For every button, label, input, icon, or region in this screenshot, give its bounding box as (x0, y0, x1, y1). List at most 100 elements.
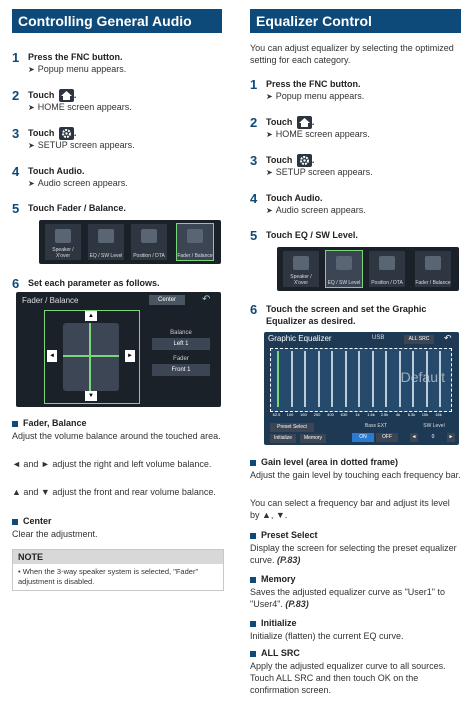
step-text: Touch . (266, 154, 314, 168)
step-number: 5 (250, 228, 258, 243)
center-button[interactable]: Center (149, 295, 185, 305)
frequency-label: 62.5 (272, 412, 281, 417)
fader-heading: Fader, Balance (12, 418, 222, 428)
sw-level-up-button[interactable]: ► (447, 433, 455, 442)
step-result: ➤Audio screen appears. (266, 205, 366, 215)
step-number: 2 (12, 88, 20, 103)
left-arrow-button[interactable]: ◄ (47, 350, 57, 362)
all-src-description: Apply the adjusted equalizer curve to al… (250, 661, 446, 695)
eq-band-bar[interactable] (344, 351, 347, 407)
step-number: 3 (250, 153, 258, 168)
audio-menu-bar: Speaker / X'over EQ / SW Level Position … (39, 220, 221, 264)
step-result: ➤SETUP screen appears. (266, 167, 373, 177)
center-description: Clear the adjustment. (12, 529, 98, 539)
memory-description: Saves the adjusted equalizer curve as "U… (250, 587, 445, 609)
section-title-equalizer: Equalizer Control (250, 9, 461, 33)
eq-band-bar[interactable] (385, 351, 387, 407)
step-number: 3 (12, 126, 20, 141)
step-text: Touch Fader / Balance. (28, 203, 126, 213)
fader-balance-button[interactable]: Fader / Balance (415, 251, 451, 287)
step-text: Touch . (266, 116, 314, 130)
initialize-description: Initialize (flatten) the current EQ curv… (250, 631, 404, 641)
back-icon[interactable]: ↶ (202, 294, 211, 305)
memory-heading: Memory (250, 574, 461, 584)
fader-balance-button[interactable]: Fader / Balance (176, 223, 214, 261)
step-text: Touch EQ / SW Level. (266, 230, 358, 240)
step-number: 4 (250, 191, 258, 206)
step-result: ➤Audio screen appears. (28, 178, 128, 188)
speaker-xover-button[interactable]: Speaker / X'over (283, 251, 319, 287)
eq-band-bar[interactable] (290, 351, 293, 407)
eq-band-bar[interactable] (331, 351, 333, 407)
note-box: NOTE • When the 3-way speaker system is … (12, 549, 224, 591)
step-result: ➤Popup menu appears. (28, 64, 127, 74)
eq-band-bar[interactable] (371, 351, 374, 407)
sw-level-down-button[interactable]: ◄ (410, 433, 418, 442)
sw-level-label: SW Level (423, 423, 445, 429)
home-icon (296, 116, 312, 130)
frequency-label: 400 (327, 412, 334, 417)
initialize-heading: Initialize (250, 618, 461, 628)
preset-select-button[interactable]: Preset Select (270, 423, 314, 432)
frequency-label: 1k (355, 412, 360, 417)
speaker-xover-button[interactable]: Speaker / X'over (45, 224, 81, 260)
step-text: Set each parameter as follows. (28, 278, 160, 288)
position-dta-button[interactable]: Position / DTA (369, 251, 405, 287)
step-result: ➤SETUP screen appears. (28, 140, 135, 150)
note-heading: NOTE (13, 550, 223, 564)
eq-band-bar[interactable] (358, 351, 360, 407)
step-result: ➤HOME screen appears. (266, 129, 370, 139)
fader-area[interactable]: ▲ ▼ ◄ ► (44, 310, 140, 404)
bass-ext-on-button[interactable]: ON (352, 433, 374, 442)
frequency-label: 630 (340, 412, 348, 417)
step-number: 1 (12, 50, 20, 65)
eq-sw-level-button[interactable]: EQ / SW Level (325, 250, 363, 288)
frequency-label: 250 (313, 412, 321, 417)
gain-level-area[interactable]: Default (270, 348, 452, 412)
gear-icon (58, 127, 74, 141)
memory-button[interactable]: Memory (300, 434, 326, 443)
step-text: Touch Audio. (266, 193, 323, 203)
fader-label: Fader (173, 356, 189, 362)
preset-name: Default (400, 369, 445, 385)
eq-band-bar[interactable] (398, 351, 401, 407)
eq-band-bar[interactable] (304, 351, 306, 407)
eq-band-bar[interactable] (425, 351, 428, 407)
frequency-label: 1.6k (367, 412, 375, 417)
frequency-label: 100 (286, 412, 294, 417)
eq-band-bar[interactable] (277, 351, 279, 407)
initialize-button[interactable]: Initialize (270, 434, 296, 443)
center-heading: Center (12, 516, 222, 526)
down-arrow-button[interactable]: ▼ (85, 391, 97, 401)
eq-band-bar[interactable] (412, 351, 414, 407)
position-dta-button[interactable]: Position / DTA (131, 224, 167, 260)
step-number: 6 (12, 276, 20, 291)
all-src-heading: ALL SRC (250, 648, 461, 658)
step-text: Press the FNC button. (28, 52, 123, 62)
sw-level-value: 0 (431, 434, 435, 440)
right-arrow-button[interactable]: ► (125, 350, 135, 362)
up-arrow-button[interactable]: ▲ (85, 311, 97, 321)
step-text: Press the FNC button. (266, 79, 361, 89)
frequency-label: 4k (395, 412, 401, 417)
source-label: USB (372, 335, 385, 341)
gain-level-arrows-description: You can select a frequency bar and adjus… (250, 498, 450, 520)
eq-band-bar[interactable] (439, 351, 441, 407)
bass-ext-off-button[interactable]: OFF (376, 433, 398, 442)
bass-ext-label: Bass EXT (364, 423, 388, 429)
fader-arrows-description: ▲ and ▼ adjust the front and rear volume… (12, 487, 216, 497)
back-icon[interactable]: ↶ (444, 333, 452, 343)
audio-menu-bar: Speaker / X'over EQ / SW Level Position … (277, 247, 459, 291)
frequency-label: 16k (435, 412, 442, 417)
eq-band-bar[interactable] (317, 351, 320, 407)
balance-arrows-description: ◄ and ► adjust the right and left volume… (12, 459, 212, 469)
step-text: Touch . (28, 127, 76, 141)
screen-title: Graphic Equalizer (268, 334, 332, 343)
balance-line (89, 323, 91, 391)
eq-sw-level-button[interactable]: EQ / SW Level (88, 224, 124, 260)
gain-level-heading: Gain level (area in dotted frame) (250, 457, 461, 467)
all-src-button[interactable]: ALL SRC (404, 335, 434, 344)
fader-value: Front 1 (152, 364, 210, 376)
preset-select-heading: Preset Select (250, 530, 461, 540)
